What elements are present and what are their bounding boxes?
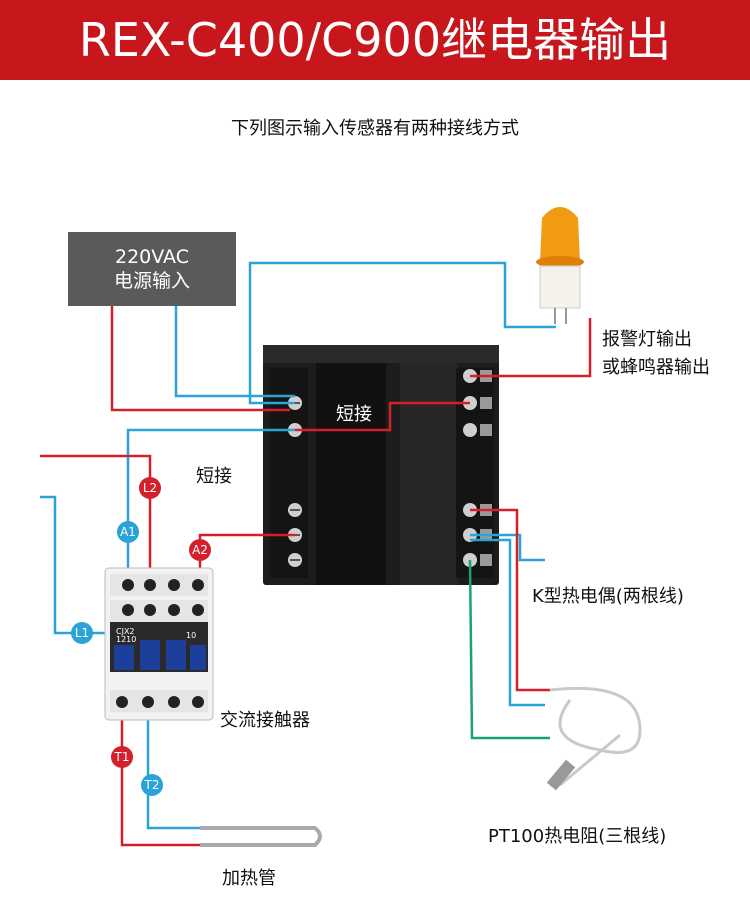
contactor-model: CJX2: [116, 627, 135, 636]
rtd-label: PT100热电阻(三根线): [488, 826, 667, 847]
buzzer-output-label: 或蜂鸣器输出: [602, 357, 710, 378]
ac-contactor: CJX2 1210 10: [104, 567, 214, 721]
tag-l1: L1: [71, 622, 93, 644]
pt100-sensor: [549, 686, 642, 787]
contactor-label: 交流接触器: [220, 710, 310, 731]
power-label: 电源输入: [113, 270, 190, 292]
alarm-output-label: 报警灯输出: [602, 329, 692, 350]
short-label-top: 短接: [336, 404, 372, 425]
subtitle: 下列图示输入传感器有两种接线方式: [231, 118, 519, 139]
green-wire: [468, 559, 550, 740]
power-input-box: 220VAC 电源输入: [68, 232, 236, 306]
tag-a1: A1: [117, 521, 139, 543]
tag-l2-text: L2: [143, 481, 157, 495]
contactor-code: 1210: [116, 635, 136, 644]
tag-t1: T1: [111, 746, 133, 768]
power-voltage: 220VAC: [115, 246, 189, 268]
tag-l1-text: L1: [75, 626, 89, 640]
tag-l2: L2: [139, 477, 161, 499]
tag-t2: T2: [141, 774, 163, 796]
tag-a2: A2: [189, 539, 211, 561]
heater-tube: [200, 826, 322, 847]
title-banner: [0, 0, 750, 80]
alarm-lamp: [536, 207, 584, 324]
temperature-controller: [263, 345, 499, 585]
tag-t2-text: T2: [144, 778, 160, 792]
heater-label: 加热管: [222, 868, 276, 889]
tag-a1-text: A1: [120, 525, 136, 539]
page-title: REX-C400/C900继电器输出: [78, 13, 672, 67]
tag-a2-text: A2: [192, 543, 208, 557]
contactor-rating: 10: [186, 631, 196, 640]
tag-t1-text: T1: [114, 750, 130, 764]
short-label-left: 短接: [196, 466, 232, 487]
thermocouple-label: K型热电偶(两根线): [532, 586, 684, 607]
sensor-probe: [546, 759, 576, 791]
right-terminal-block: [456, 368, 494, 578]
left-terminal-block: [270, 368, 308, 578]
